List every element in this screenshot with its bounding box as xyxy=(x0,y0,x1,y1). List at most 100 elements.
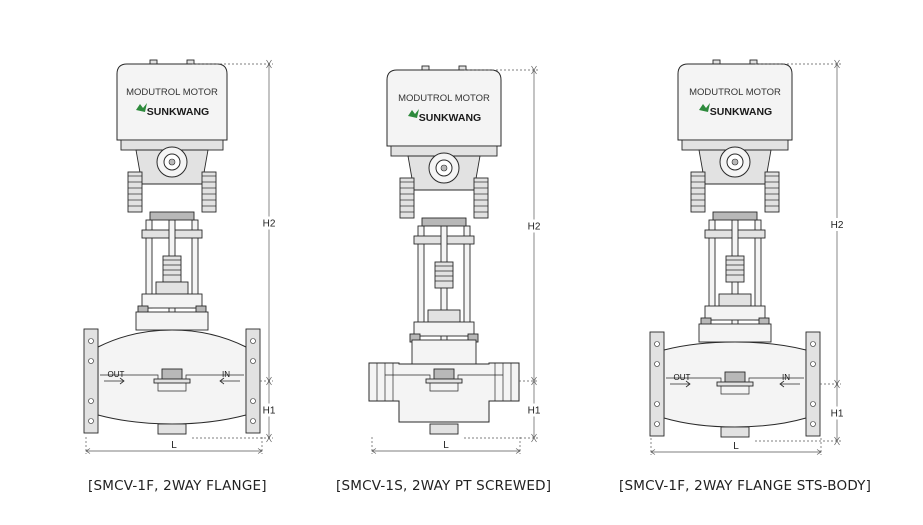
motor-label: MODUTROL MOTOR xyxy=(398,93,490,104)
dim-l-label: L xyxy=(443,440,449,451)
dim-arrow-icon xyxy=(650,449,822,455)
valve-plug xyxy=(433,368,455,380)
motor-label: MODUTROL MOTOR xyxy=(126,87,218,98)
body-neck xyxy=(411,339,477,365)
flow-passage xyxy=(666,377,804,395)
bottom-cap xyxy=(720,426,750,438)
flange-right xyxy=(805,331,821,437)
bonnet xyxy=(704,305,766,321)
flow-passage xyxy=(100,374,244,392)
motor-label: MODUTROL MOTOR xyxy=(689,87,781,98)
brand-logo-icon xyxy=(699,103,710,112)
flow-arrow-icon xyxy=(670,380,691,388)
brand-name: SUNKWANG xyxy=(147,106,209,118)
flow-arrow-icon xyxy=(104,377,125,385)
actuator-hub-bolt xyxy=(731,158,739,166)
flange-bolt-hole xyxy=(810,341,816,347)
flange-bolt-hole xyxy=(88,338,94,344)
motor-housing xyxy=(386,69,502,147)
bonnet xyxy=(141,293,203,309)
dim-arrow-icon xyxy=(266,59,272,69)
packing-nut xyxy=(155,281,189,295)
motor-housing xyxy=(116,63,228,141)
flange-bolt-hole xyxy=(654,421,660,427)
valve-seat xyxy=(425,378,463,384)
flange-right xyxy=(245,328,261,434)
dim-h1-label: H1 xyxy=(528,406,541,417)
stem-coupling xyxy=(725,255,745,283)
brand-logo-icon xyxy=(136,103,147,112)
brand-logo-icon xyxy=(408,109,419,118)
flow-arrow-icon xyxy=(779,380,800,388)
dim-label-bg xyxy=(829,406,845,420)
actuator-hub-bolt xyxy=(440,164,448,172)
dim-h1-label: H1 xyxy=(831,409,844,420)
flange-bolt-hole xyxy=(250,338,256,344)
dim-arrow-icon xyxy=(531,65,537,75)
port-in-label: IN xyxy=(222,370,230,379)
dim-arrow-icon xyxy=(834,59,840,69)
dim-label-bg xyxy=(829,218,845,231)
body-neck xyxy=(135,311,209,331)
dim-arrow-icon xyxy=(531,433,537,443)
brand-name: SUNKWANG xyxy=(419,112,481,124)
port-out-label: OUT xyxy=(108,370,125,379)
valve-plug xyxy=(724,371,746,383)
flange-bolt-hole xyxy=(88,418,94,424)
dim-h2-label: H2 xyxy=(263,219,276,230)
caption-smcv-1s: [SMCV-1S, 2WAY PT SCREWED] xyxy=(336,478,552,494)
dim-h2-label: H2 xyxy=(831,220,844,231)
dim-label-bg xyxy=(526,219,542,233)
dim-l-label: L xyxy=(733,441,739,452)
bottom-cap xyxy=(157,423,187,435)
flange-bolt-hole xyxy=(88,398,94,404)
dim-arrow-icon xyxy=(85,448,263,454)
flange-left xyxy=(83,328,99,434)
dim-label-bg xyxy=(261,403,277,417)
port-in-label: IN xyxy=(782,373,790,382)
flange-bolt-hole xyxy=(654,361,660,367)
dim-h1-label: H1 xyxy=(263,406,276,417)
dim-label-bg xyxy=(261,216,277,230)
flange-bolt-hole xyxy=(88,358,94,364)
dim-l-label: L xyxy=(171,440,177,451)
brand-name: SUNKWANG xyxy=(710,106,772,118)
flow-passage xyxy=(385,374,503,392)
flange-bolt-hole xyxy=(810,361,816,367)
actuator-clamp xyxy=(149,211,195,221)
actuator-hub-bolt xyxy=(168,158,176,166)
flow-arrow-icon xyxy=(219,377,240,385)
flange-bolt-hole xyxy=(810,401,816,407)
flange-bolt-hole xyxy=(654,341,660,347)
packing-nut xyxy=(427,309,461,323)
valve-seat xyxy=(716,381,754,387)
packing-nut xyxy=(718,293,752,307)
actuator-clamp xyxy=(421,217,467,227)
dim-h2-label: H2 xyxy=(528,222,541,233)
flange-bolt-hole xyxy=(250,398,256,404)
flange-bolt-hole xyxy=(250,358,256,364)
dim-arrow-icon xyxy=(266,376,272,386)
dim-arrow-icon xyxy=(371,448,521,454)
bonnet xyxy=(413,321,475,337)
dim-arrow-icon xyxy=(531,376,537,386)
motor-housing xyxy=(677,63,793,141)
dim-arrow-icon xyxy=(266,433,272,443)
port-out-label: OUT xyxy=(674,373,691,382)
flange-bolt-hole xyxy=(810,421,816,427)
body-neck xyxy=(698,323,772,343)
valve-body xyxy=(368,362,520,423)
valve-seat xyxy=(153,378,191,384)
valve-plug xyxy=(161,368,183,380)
dim-arrow-icon xyxy=(834,436,840,446)
dim-label-bg xyxy=(526,403,542,417)
actuator-clamp xyxy=(712,211,758,221)
flange-bolt-hole xyxy=(250,418,256,424)
dim-arrow-icon xyxy=(834,379,840,389)
caption-smcv-1f: [SMCV-1F, 2WAY FLANGE] xyxy=(88,478,267,494)
bottom-cap xyxy=(429,423,459,435)
